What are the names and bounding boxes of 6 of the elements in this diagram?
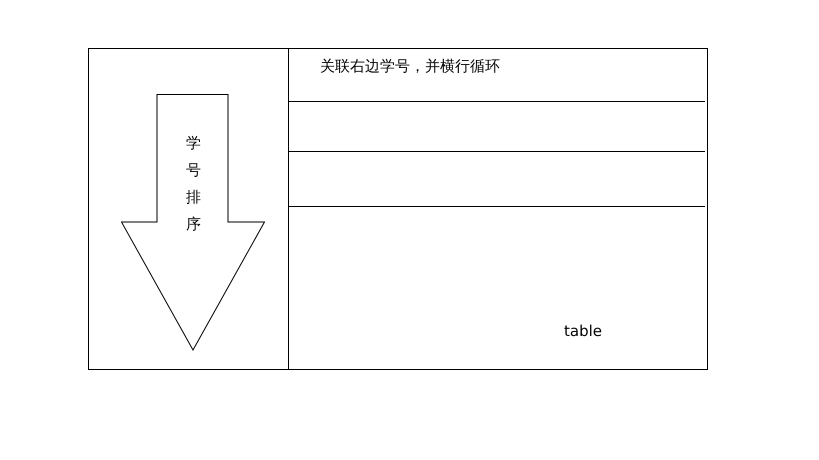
- note-text: 关联右边学号，并横行循环: [320, 57, 500, 76]
- down-arrow: [121, 94, 265, 351]
- panel: [88, 48, 289, 370]
- arrow-label: 学号排序: [186, 133, 201, 235]
- table-label: table: [564, 322, 602, 340]
- panel: [288, 48, 708, 370]
